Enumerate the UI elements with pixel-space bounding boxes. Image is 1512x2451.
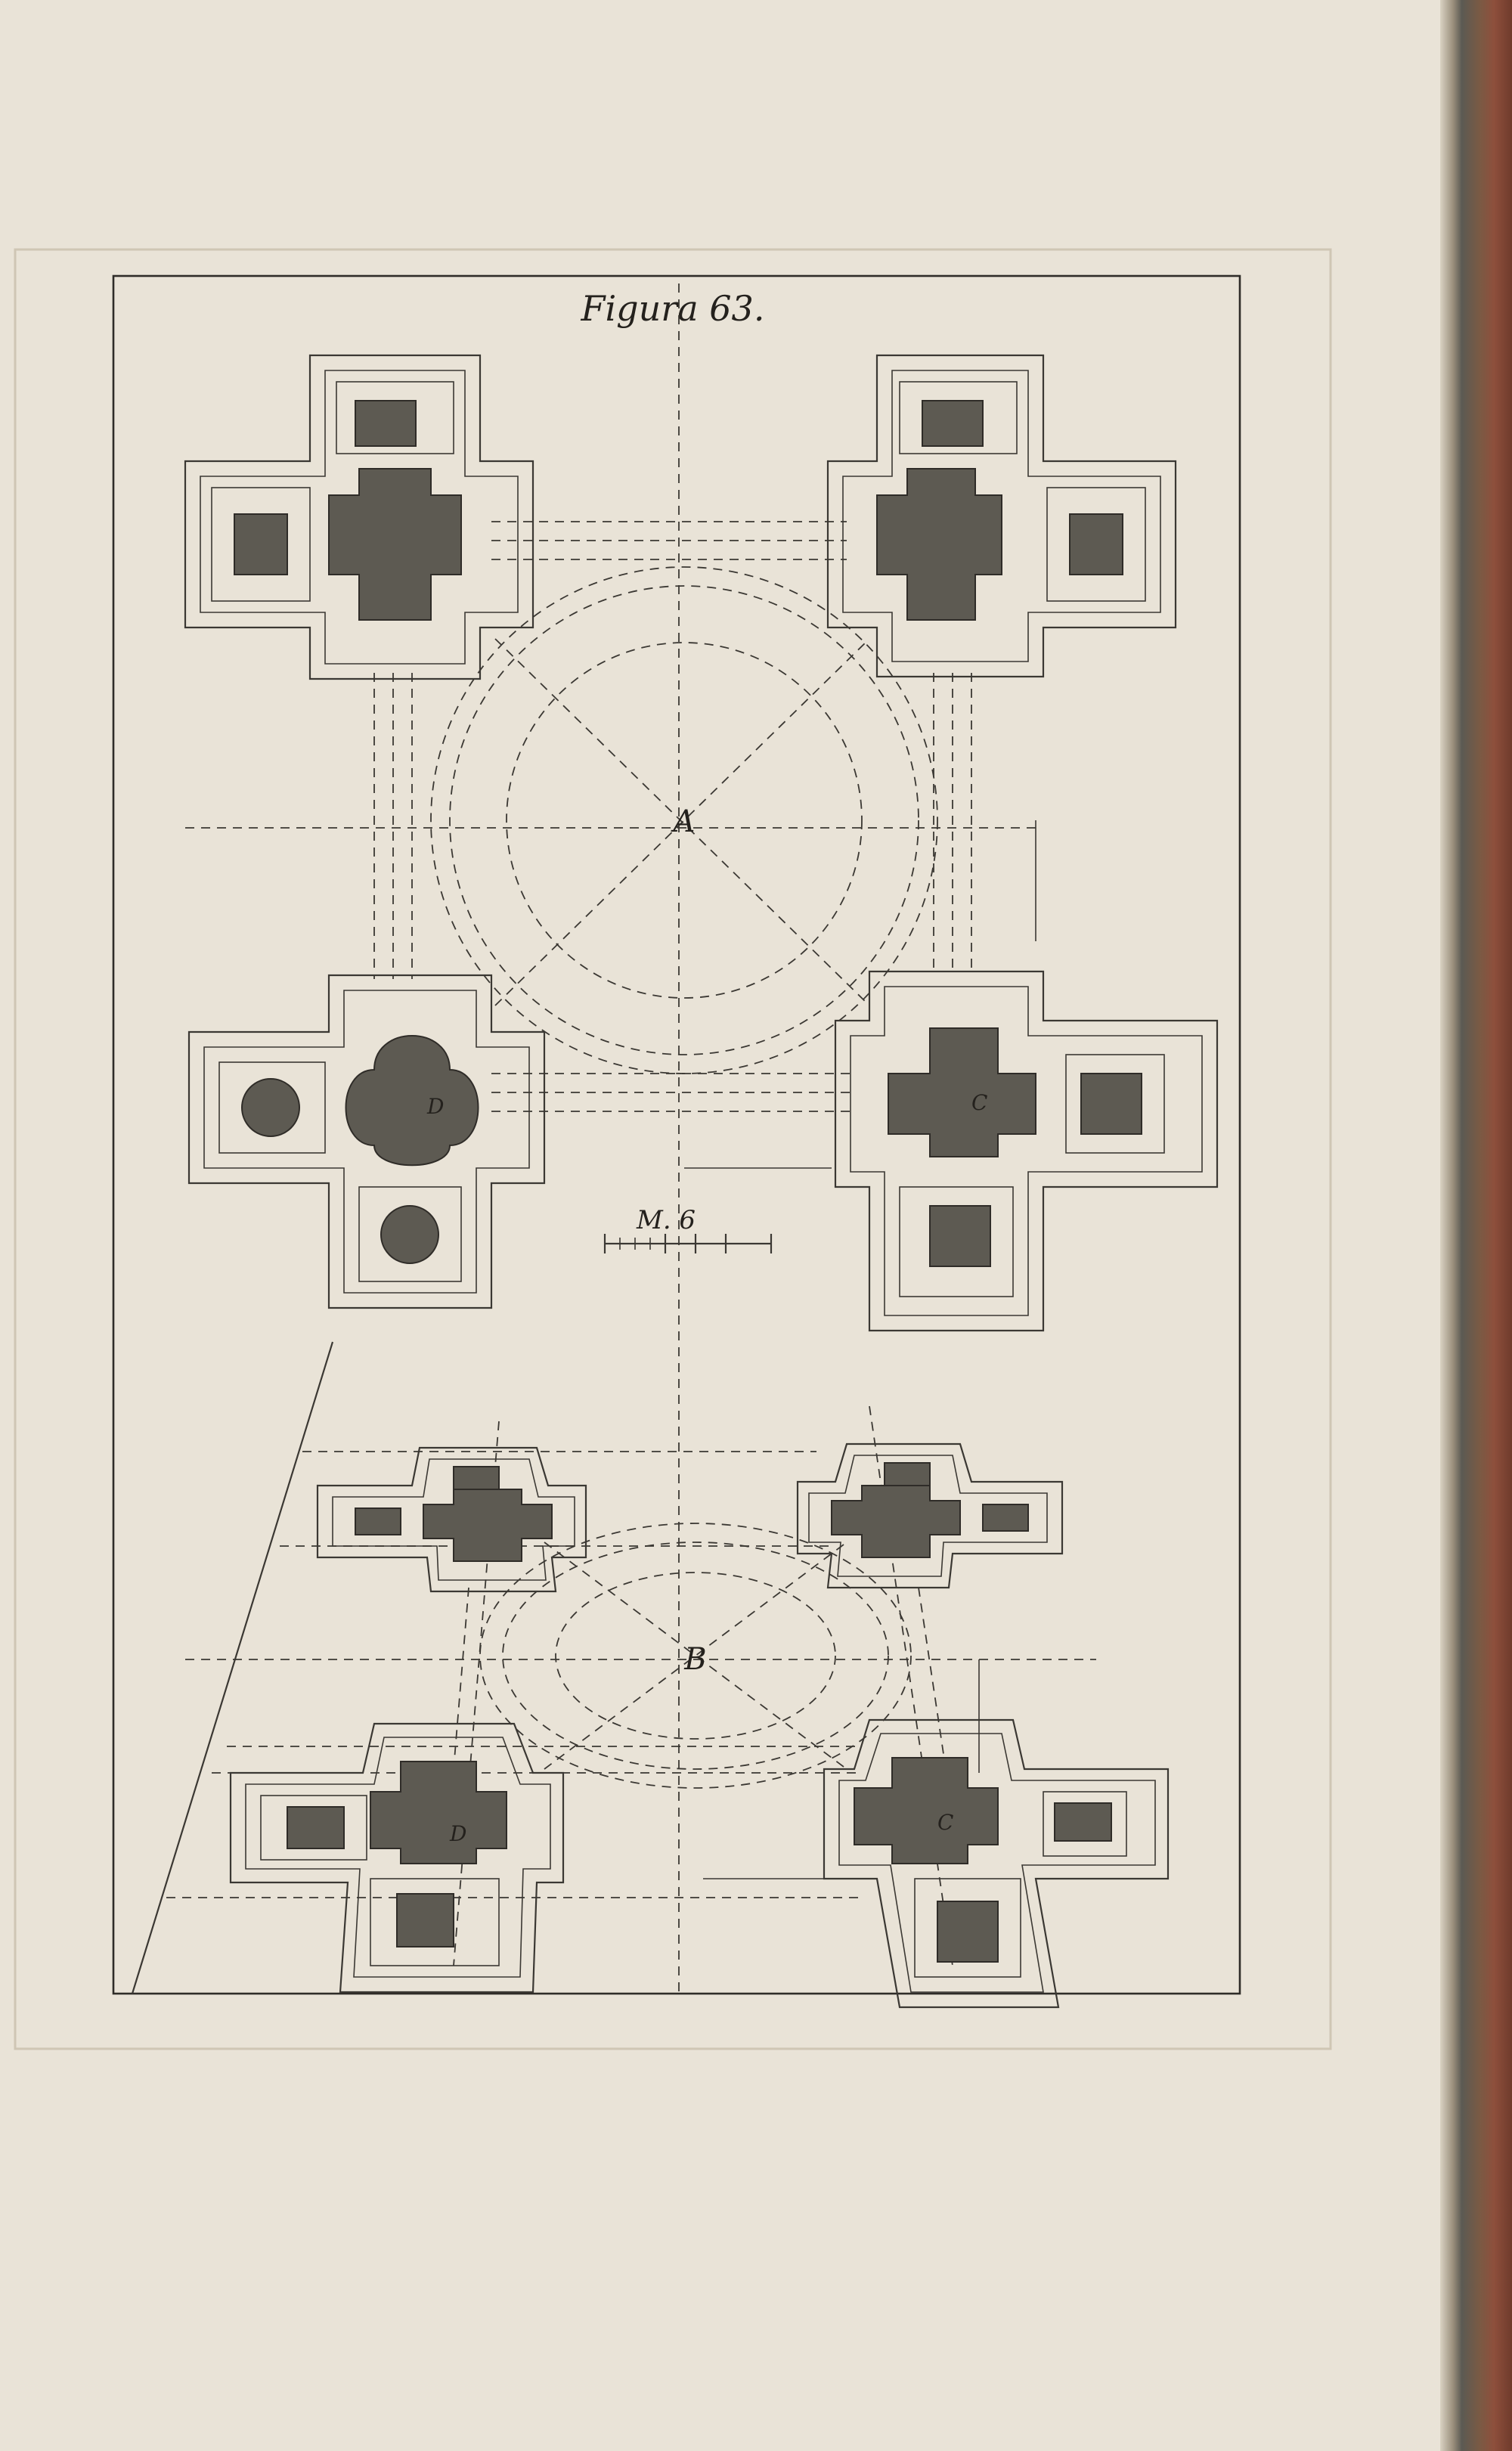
pier-c: C bbox=[834, 970, 1219, 1332]
pier-b-c: C bbox=[823, 1718, 1170, 2009]
scale-bar: M. 6 bbox=[603, 1205, 773, 1253]
scale-label: M. 6 bbox=[636, 1205, 696, 1235]
pier-top-right bbox=[826, 354, 1177, 678]
pier-b-d: D bbox=[229, 1722, 565, 1994]
plan-b-guides bbox=[131, 1341, 1096, 1994]
label-a: A bbox=[671, 804, 696, 839]
pier-top-left bbox=[184, 354, 534, 680]
label-c: C bbox=[971, 1090, 987, 1115]
plate-mark bbox=[14, 248, 1332, 2050]
label-d-lower: D bbox=[449, 1821, 466, 1846]
book-spine-edge bbox=[1440, 0, 1512, 2451]
pier-b-top-left bbox=[316, 1446, 587, 1593]
pier-d: D bbox=[187, 974, 546, 1309]
pier-b-top-right bbox=[796, 1442, 1064, 1589]
plan-a-guides bbox=[185, 521, 1036, 1169]
label-d: D bbox=[426, 1094, 444, 1119]
figure-frame bbox=[112, 274, 1241, 1995]
label-b: B bbox=[683, 1642, 706, 1677]
label-c-lower: C bbox=[937, 1810, 953, 1835]
figure-title: Figura 63. bbox=[581, 288, 765, 329]
